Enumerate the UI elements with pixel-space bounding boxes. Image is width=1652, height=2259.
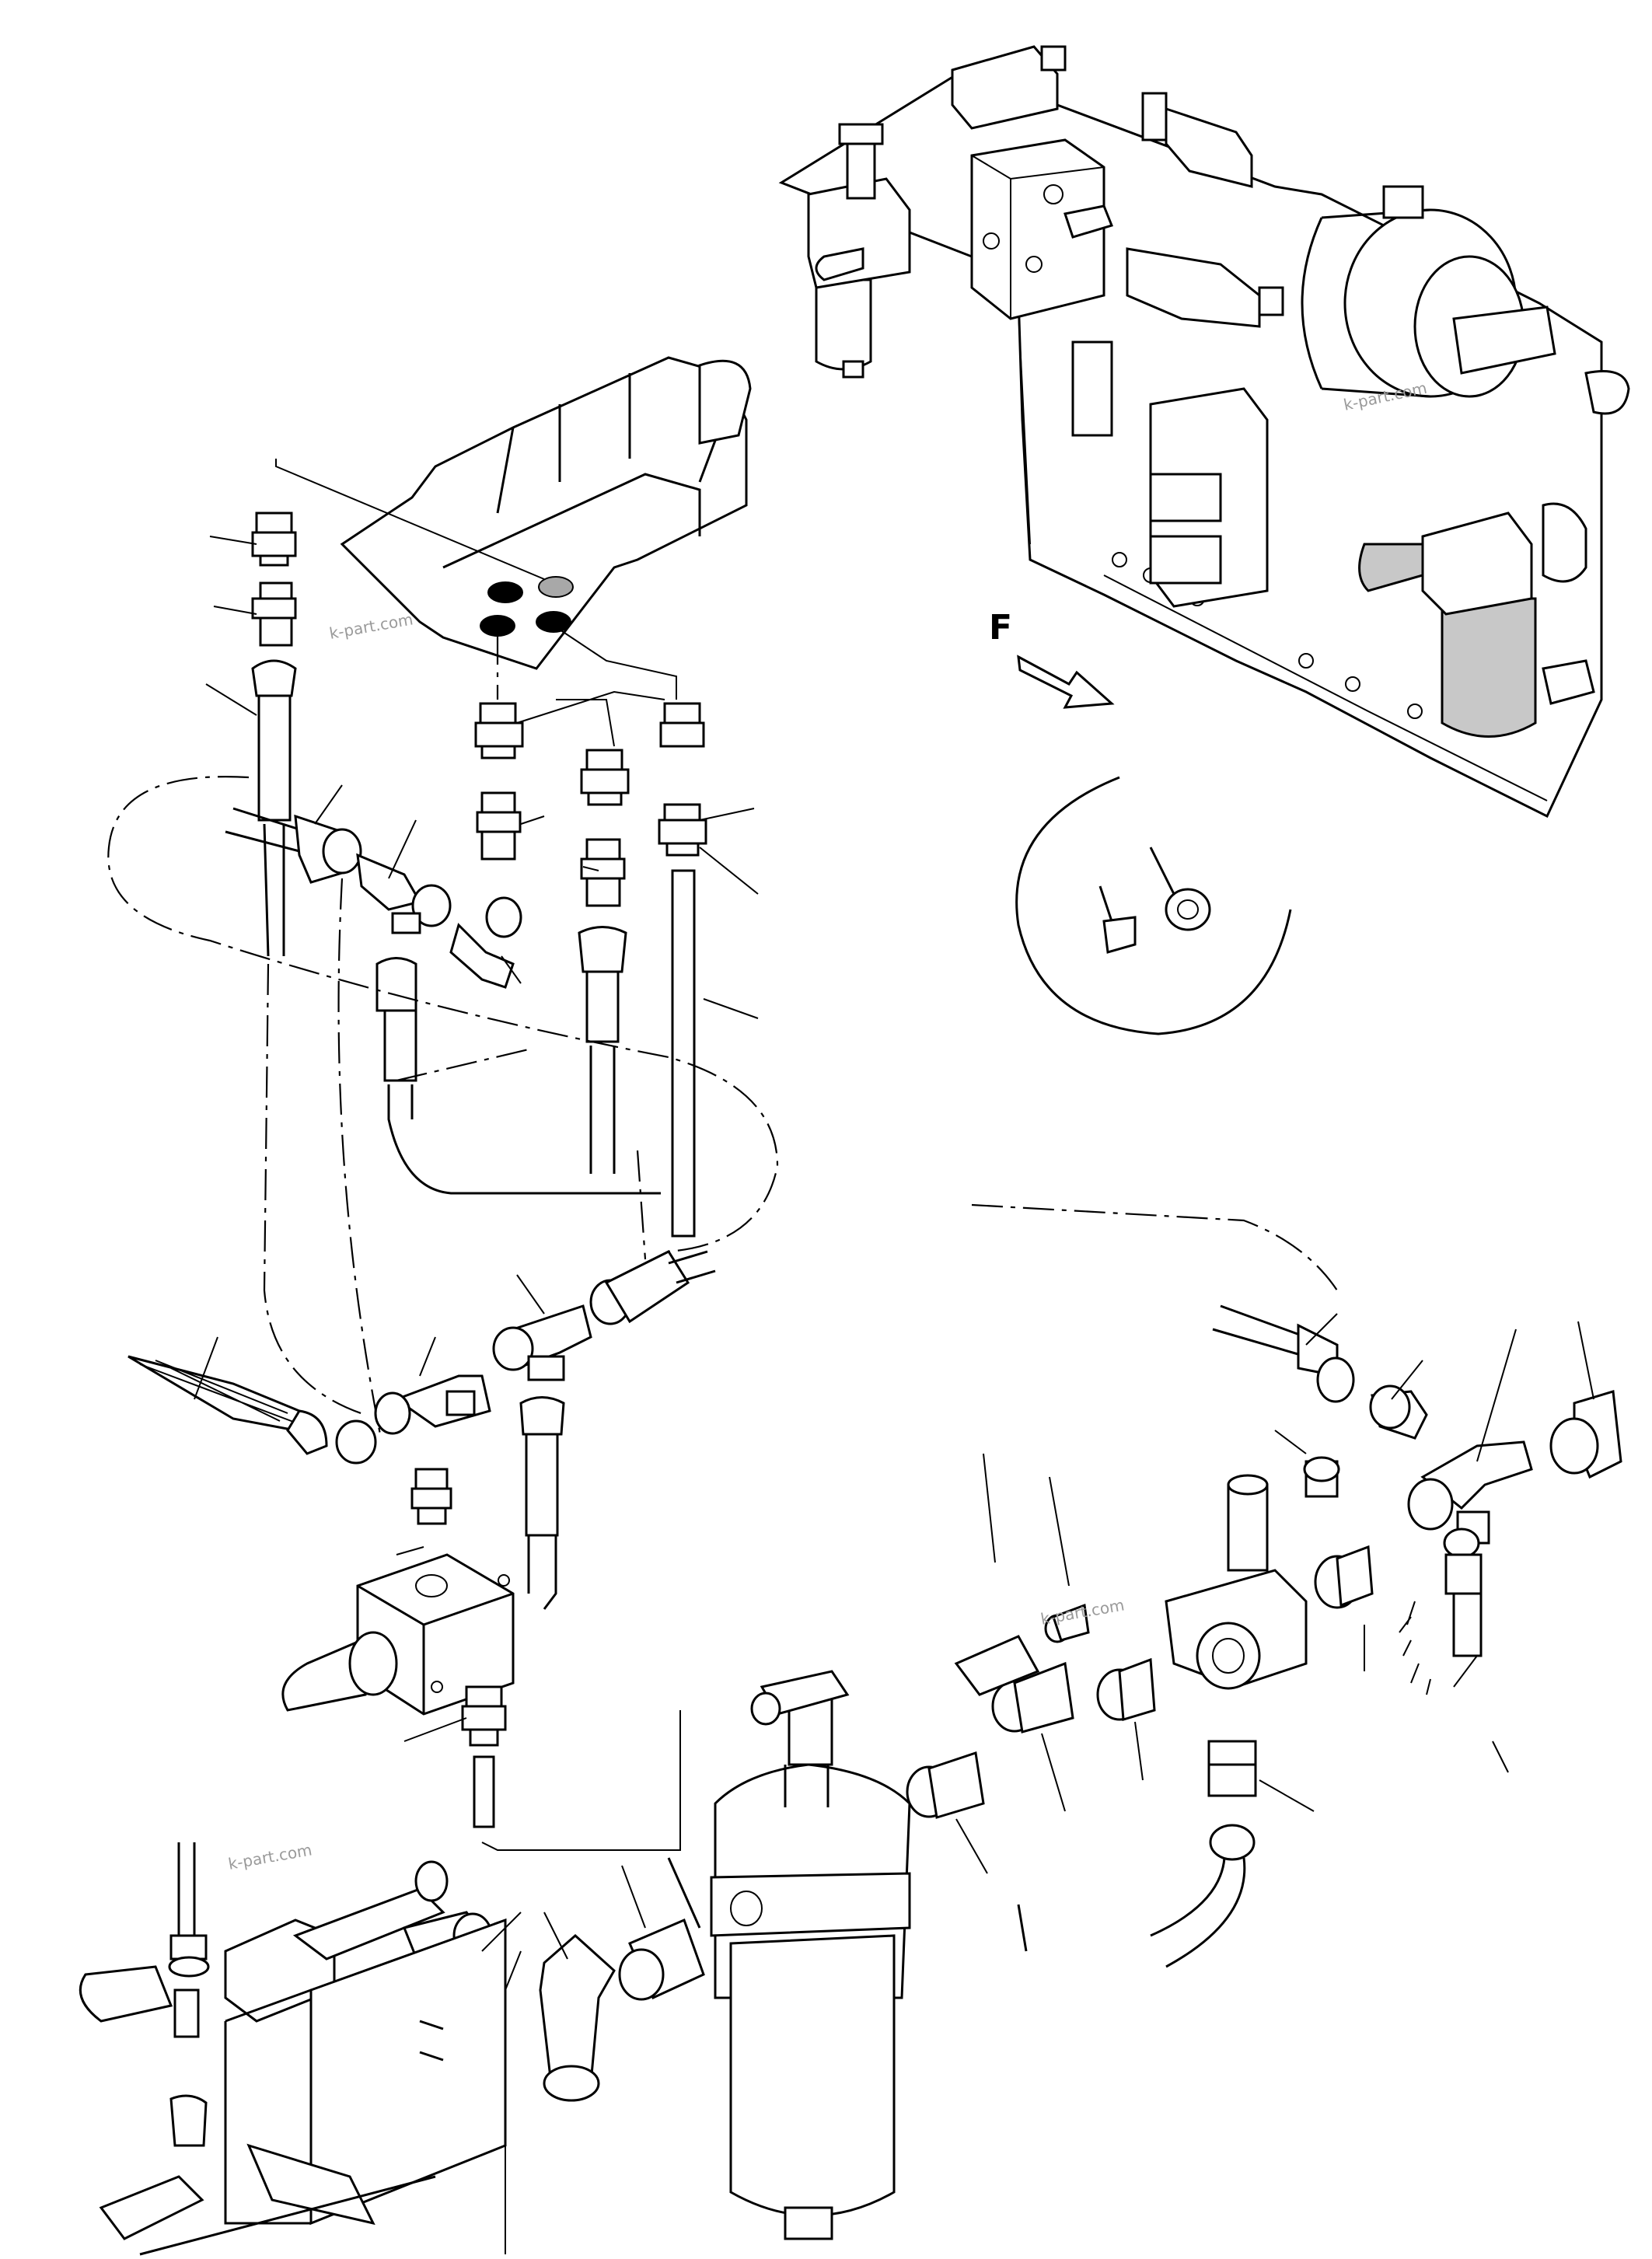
center-fittings-column	[474, 702, 707, 1238]
watermark-lower-left: k-part.com	[227, 1840, 313, 1873]
machine-frame-assembly: k-part.com	[778, 45, 1630, 819]
detail-view-circle	[1015, 776, 1292, 1035]
lower-fitting-a	[465, 1685, 503, 1708]
tube-short	[473, 1755, 495, 1828]
mid-fittings	[127, 1250, 716, 1610]
hydraulic-block	[281, 1553, 515, 1716]
view-label: F	[989, 608, 1012, 648]
return-filter	[710, 1670, 911, 2240]
view-direction-marker: F	[989, 608, 1115, 709]
watermark-valve: k-part.com	[328, 609, 414, 643]
leader-lines	[194, 536, 1594, 2254]
bottom-left-assembly: k-part.com	[79, 1840, 507, 2256]
view-arrow-icon	[1017, 655, 1115, 709]
watermark-frame: k-part.com	[1342, 379, 1429, 414]
solenoid-valve-top: k-part.com	[328, 356, 752, 670]
left-fittings-column	[225, 512, 661, 1195]
right-fittings-cluster: k-part.com	[906, 1304, 1622, 1968]
elbow-fitting-bottom	[539, 1933, 616, 2093]
